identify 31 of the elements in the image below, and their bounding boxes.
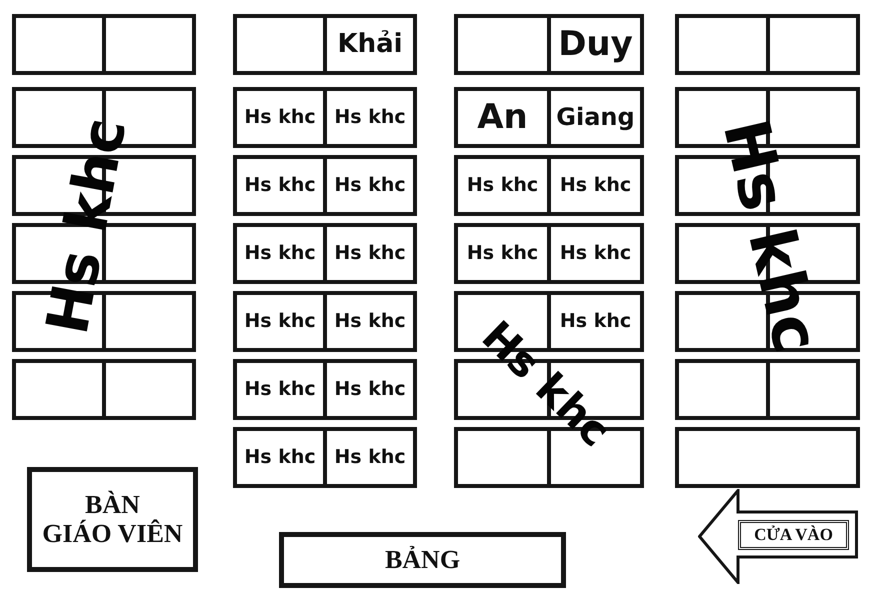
student-name: An [477, 98, 528, 138]
rotated-label: Hs khc [38, 114, 134, 338]
door-sign [738, 520, 849, 550]
desk-label: BÀN GIÁO VIÊN [42, 490, 183, 548]
student-name: Hs khc [244, 106, 316, 128]
student-name: Khải [337, 30, 403, 60]
student-name: Hs khc [334, 174, 406, 196]
entrance-sign [698, 489, 858, 584]
student-name: Hs khc [560, 242, 632, 264]
student-name: Hs khc [244, 310, 316, 332]
desk-seat [675, 427, 860, 488]
student-name: Hs khc [334, 106, 406, 128]
student-name: Hs khc [334, 378, 406, 400]
board-label: BẢNG [384, 546, 460, 574]
student-name: Hs khc [466, 242, 538, 264]
student-name: Giang [556, 104, 635, 132]
student-name: Hs khc [244, 174, 316, 196]
student-name: Hs khc [334, 446, 406, 468]
student-name: Duy [558, 24, 633, 64]
student-name: Hs khc [560, 310, 632, 332]
rotated-label: Hs khc [714, 114, 828, 358]
student-name: Hs khc [560, 174, 632, 196]
student-name: Hs khc [466, 174, 538, 196]
board-panel [279, 532, 566, 588]
teacher-desk [27, 467, 198, 572]
student-name: Hs khc [334, 242, 406, 264]
student-name: Hs khc [244, 378, 316, 400]
student-name: Hs khc [244, 446, 316, 468]
student-name: Hs khc [334, 310, 406, 332]
door-label: CỬA VÀO [754, 526, 833, 544]
student-name: Hs khc [244, 242, 316, 264]
